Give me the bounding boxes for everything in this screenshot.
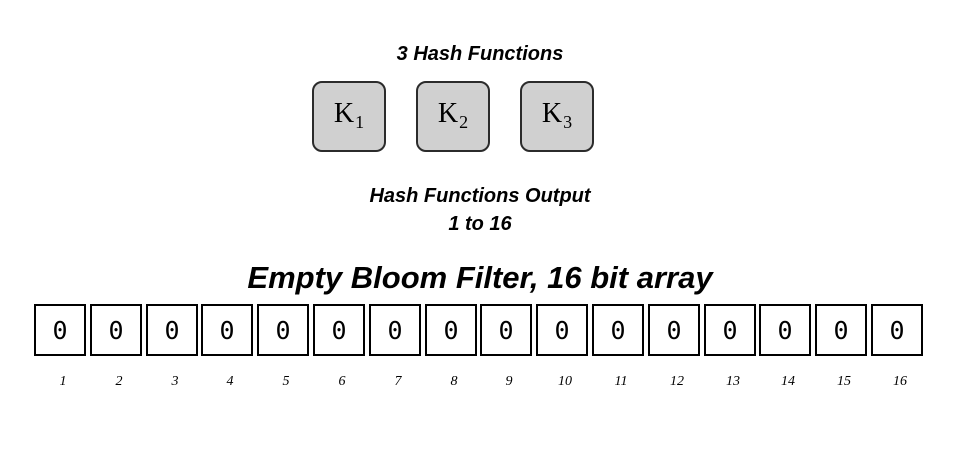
bit-index-label: 1 [59, 374, 67, 389]
bit-cell: 0 [425, 304, 477, 356]
hash-functions-title: 3 Hash Functions [396, 43, 564, 65]
bit-index-label: 12 [670, 374, 684, 389]
bit-cell: 0 [592, 304, 644, 356]
bit-cell: 0 [815, 304, 867, 356]
bit-cell: 0 [313, 304, 365, 356]
bit-cell: 0 [34, 304, 86, 356]
hash-output-title: Hash Functions Output [369, 185, 591, 207]
bit-index-label: 3 [171, 374, 179, 389]
hash-output-range: 1 to 16 [448, 213, 512, 235]
bit-index-label: 13 [726, 374, 740, 389]
hash-function-subscript: 2 [459, 112, 469, 132]
bit-cell: 0 [201, 304, 253, 356]
bit-index-label: 8 [450, 374, 458, 389]
bit-index-label: 4 [226, 374, 234, 389]
bit-cell: 0 [704, 304, 756, 356]
bit-cell: 0 [871, 304, 923, 356]
bit-index-label: 16 [893, 374, 907, 389]
bit-cell: 0 [759, 304, 811, 356]
hash-function-letter: K [541, 97, 563, 129]
hash-function-letter: K [437, 97, 459, 129]
bit-cell: 0 [536, 304, 588, 356]
bit-cell: 0 [90, 304, 142, 356]
bit-index-label: 14 [781, 374, 795, 389]
bit-cell: 0 [257, 304, 309, 356]
bit-index-label: 9 [505, 374, 513, 389]
bit-index-label: 7 [394, 374, 402, 389]
bit-cell: 0 [369, 304, 421, 356]
bit-index-label: 11 [614, 374, 628, 389]
hash-function-subscript: 3 [563, 112, 573, 132]
bit-cell: 0 [648, 304, 700, 356]
bit-cell: 0 [480, 304, 532, 356]
hash-function-subscript: 1 [355, 112, 365, 132]
hash-function-letter: K [333, 97, 355, 129]
bit-index-label: 10 [558, 374, 572, 389]
bloom-filter-title: Empty Bloom Filter, 16 bit array [247, 260, 713, 295]
bit-index-label: 5 [282, 374, 290, 389]
bit-index-label: 2 [115, 374, 123, 389]
bit-index-label: 6 [338, 374, 346, 389]
bit-cell: 0 [146, 304, 198, 356]
bit-index-label: 15 [837, 374, 851, 389]
